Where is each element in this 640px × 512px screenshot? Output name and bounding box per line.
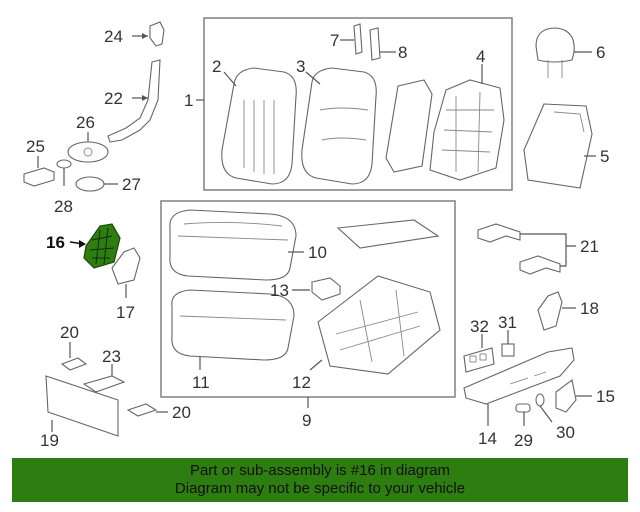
callout-8: 8 [398,43,407,62]
back-panel-plate [385,79,433,173]
part-8-guide[interactable] [369,27,396,61]
callout-21: 21 [580,237,599,256]
callout-10: 10 [308,243,327,262]
callout-4: 4 [476,47,485,66]
cushion-pad-plate [336,219,440,249]
callout-7: 7 [330,31,339,50]
callout-24: 24 [104,27,123,46]
part-11-cushion-pad[interactable] [171,289,295,370]
callout-28: 28 [54,197,73,216]
part-18-bracket[interactable] [537,291,576,331]
callout-26: 26 [76,113,95,132]
part-10-cushion-cover[interactable] [169,209,304,281]
callout-5: 5 [600,147,609,166]
part-19-garnish[interactable] [45,375,119,437]
callout-30: 30 [556,423,575,442]
callout-14: 14 [478,429,497,448]
callout-19: 19 [40,431,59,450]
part-25-switch[interactable] [23,156,55,187]
seat-exploded-diagram: 24 22 26 25 27 28 1 2 3 4 7 8 6 5 10 13 … [23,17,615,450]
part-32-switch[interactable] [463,334,495,373]
part-5-back-board[interactable] [523,103,596,189]
part-28-cap[interactable] [56,159,72,186]
callout-20-upper: 20 [60,323,79,342]
callout-3: 3 [296,57,305,76]
callout-29: 29 [514,431,533,450]
callout-22: 22 [104,89,123,108]
callout-2: 2 [212,57,221,76]
callout-15: 15 [596,387,615,406]
part-23-bracket[interactable] [82,364,126,393]
part-13-block[interactable] [292,277,342,301]
callout-17: 17 [116,303,135,322]
callout-9: 9 [302,411,311,430]
callout-25: 25 [26,137,45,156]
callout-16-highlighted: 16 [46,233,65,252]
part-7-guide[interactable] [340,23,363,55]
callout-11: 11 [192,373,210,392]
part-16-cover-highlighted[interactable] [69,223,121,269]
seat-back-group-box [203,17,513,191]
part-17-cover[interactable] [111,247,141,298]
part-24-clip[interactable] [132,21,165,47]
info-banner: Part or sub-assembly is #16 in diagram D… [12,458,628,502]
callout-6: 6 [596,43,605,62]
part-15-cover[interactable] [555,379,592,413]
part-29-button[interactable] [515,403,531,426]
callout-18: 18 [580,299,599,318]
callout-13: 13 [270,281,289,300]
banner-line-1: Part or sub-assembly is #16 in diagram [189,462,451,479]
callout-32: 32 [470,317,489,336]
part-30-knob[interactable] [535,393,553,423]
part-14-side-shield[interactable] [463,347,575,426]
callout-31: 31 [498,313,517,332]
part-12-cushion-frame[interactable] [309,275,441,375]
banner-line-2: Diagram may not be specific to your vehi… [174,480,466,497]
part-6-headrest[interactable] [535,27,592,78]
part-26-knob[interactable] [67,132,109,163]
part-22-trim[interactable] [107,59,161,143]
callout-1: 1 [184,91,193,110]
callout-23: 23 [102,347,121,366]
part-2-back-cover[interactable] [221,67,297,185]
part-31-knob[interactable] [501,330,515,357]
part-21-bracket[interactable] [477,223,576,275]
part-20-clip-lower[interactable] [126,403,168,417]
part-27-ring[interactable] [75,176,118,192]
part-4-back-frame[interactable] [429,64,505,181]
part-20-clip-upper[interactable] [60,342,88,371]
callout-27: 27 [122,175,141,194]
callout-20-lower: 20 [172,403,191,422]
callout-12: 12 [292,373,311,392]
part-3-back-pad[interactable] [301,67,377,185]
